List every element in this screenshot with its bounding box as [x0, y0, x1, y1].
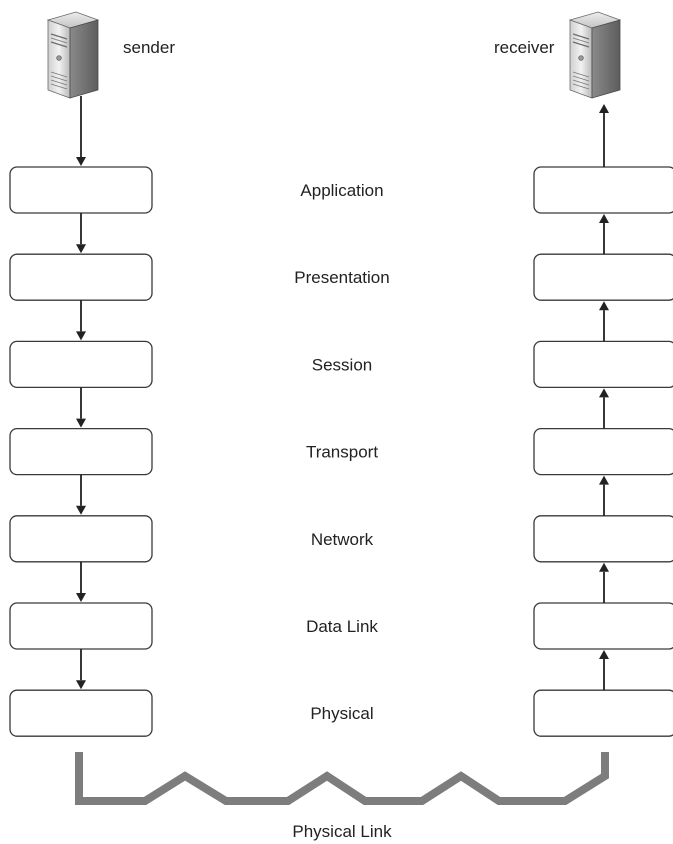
layer-label-presentation: Presentation: [294, 268, 389, 287]
receiver-up-arrow: [599, 562, 609, 603]
sender-down-arrow: [76, 300, 86, 341]
sender-layer-box-session: [9, 340, 153, 389]
sender-arrows: [76, 96, 86, 690]
receiver-layer-box-application: [533, 166, 673, 214]
receiver-layer-box-transport: [533, 427, 673, 476]
sender-node: sender: [47, 11, 175, 99]
sender-layer-box-physical: [9, 689, 153, 737]
layer-label-session: Session: [312, 355, 372, 374]
receiver-layer-box-physical: [533, 689, 673, 737]
receiver-arrows: [599, 104, 609, 691]
sender-layer-box-data-link: [9, 602, 153, 650]
receiver-up-arrow: [599, 475, 609, 516]
receiver-up-arrow: [599, 388, 609, 429]
layer-label-transport: Transport: [306, 443, 378, 462]
receiver-up-arrow: [599, 301, 609, 342]
layer-labels: ApplicationPresentationSessionTransportN…: [294, 181, 389, 723]
sender-down-arrow: [76, 649, 86, 690]
layer-label-physical: Physical: [310, 704, 373, 723]
sender-down-arrow: [76, 387, 86, 428]
sender-down-arrow: [76, 96, 86, 166]
sender-layer-box-presentation: [9, 253, 153, 301]
receiver-layer-box-network: [533, 515, 673, 563]
sender-down-arrow: [76, 561, 86, 602]
physical-link-label: Physical Link: [292, 822, 392, 841]
sender-label: sender: [123, 38, 175, 57]
receiver-label: receiver: [494, 38, 555, 57]
sender-layer-box-network: [9, 515, 153, 563]
sender-down-arrow: [76, 213, 86, 254]
receiver-layer-box-data-link: [533, 602, 673, 650]
receiver-layer-box-presentation: [533, 253, 673, 301]
server-tower-icon: [569, 11, 621, 99]
sender-layer-box-application: [9, 166, 153, 214]
sender-stack: [9, 166, 153, 737]
receiver-stack: [533, 166, 673, 737]
receiver-up-arrow: [599, 214, 609, 255]
receiver-layer-box-session: [533, 340, 673, 389]
sender-down-arrow: [76, 474, 86, 515]
receiver-node: receiver: [494, 11, 621, 99]
physical-link-line: [75, 752, 609, 805]
physical-link: Physical Link: [75, 752, 609, 841]
layer-label-data-link: Data Link: [306, 617, 378, 636]
sender-layer-box-transport: [9, 427, 153, 476]
server-tower-icon: [47, 11, 99, 99]
receiver-up-arrow: [599, 104, 609, 167]
layer-label-application: Application: [300, 181, 383, 200]
receiver-up-arrow: [599, 650, 609, 691]
layer-label-network: Network: [311, 530, 374, 549]
